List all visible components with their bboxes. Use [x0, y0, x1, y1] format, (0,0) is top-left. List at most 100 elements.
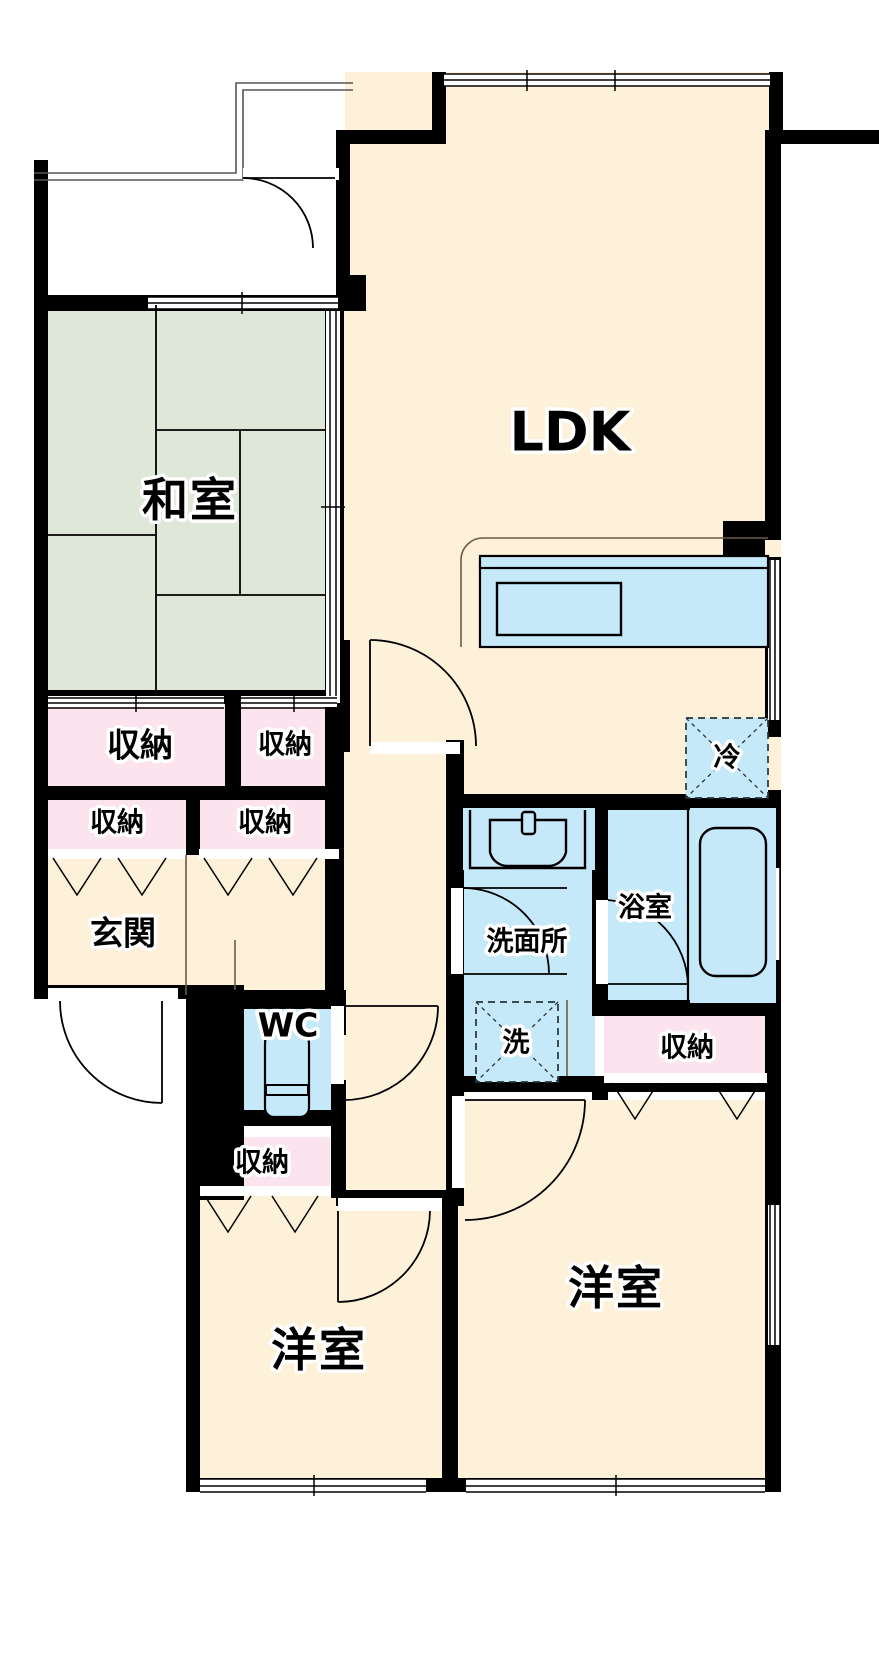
- wall-ldk-left-upper: [336, 130, 350, 295]
- genkan-door-frame: [48, 988, 178, 1001]
- room-label-washitsu: 和室: [142, 473, 238, 527]
- washer-cross: [475, 1001, 559, 1083]
- kitchen-counter-with-sink: [460, 537, 770, 649]
- closet-g2-fold-a: [203, 857, 253, 897]
- closet-wc-fold-b: [271, 1195, 319, 1234]
- wall-left-washitsu: [34, 305, 48, 705]
- toilet-bowl: [263, 1020, 311, 1119]
- door-senmenjo-swing: [462, 887, 550, 975]
- floor-hall-lower: [336, 1000, 466, 1200]
- closet-g1-door: [48, 849, 186, 859]
- door-bath-frame: [596, 900, 608, 984]
- door-hall-ldk-frame: [370, 742, 460, 754]
- vanity-counter-edge: [468, 810, 587, 870]
- door-hall-ldk-swing: [369, 639, 477, 747]
- closet-label-yoshitsu: 収納: [660, 1032, 714, 1064]
- wall-right-closet: [765, 1014, 781, 1214]
- floor-fills: [34, 72, 781, 1490]
- closet-labels: 収納 収納 収納 収納 収納 収納: [87, 722, 718, 1182]
- closet-label-genkan-2: 収納: [238, 807, 292, 839]
- genkan-entry-door[interactable]: [48, 988, 178, 1104]
- room-label-ldk: LDK: [509, 401, 632, 464]
- fill-closet-g2: [198, 797, 337, 852]
- door-senmenjo[interactable]: [451, 887, 567, 975]
- wall-closetwc-left: [186, 1126, 200, 1198]
- balcony-door-swing: [242, 177, 314, 249]
- refrigerator-cross: [685, 717, 769, 799]
- closet-yr-fold-b: [713, 1082, 761, 1121]
- wall-left-closet: [34, 690, 48, 805]
- kitchen-counter-outline: [460, 537, 768, 647]
- wall-left-bedroom: [186, 1190, 200, 1490]
- balcony-rail-outer: [34, 82, 353, 174]
- vanity-sink: [463, 808, 595, 870]
- door-bed-r-frame: [452, 1096, 465, 1188]
- door-bed-r-swing: [464, 1099, 586, 1221]
- room-label-yoshitsu-left: 洋室: [271, 1323, 367, 1377]
- closet-label-washitsu-1: 収納: [107, 726, 173, 765]
- fill-closet-w1: [47, 703, 225, 786]
- wall-bottom-post: [426, 1478, 466, 1492]
- closet-label-wc: 収納: [235, 1147, 289, 1179]
- kitchen-counter-backsplash: [478, 554, 770, 570]
- wall-ldk-top-right-stub: [769, 72, 783, 134]
- tatami-mats: [48, 305, 325, 690]
- closet-wc-folddoor: [200, 1186, 331, 1234]
- floor-washitsu: [47, 305, 337, 700]
- room-label-genkan: 玄関: [90, 914, 156, 953]
- win-right-ldk-body: [768, 560, 780, 720]
- door-yoshitsu-left[interactable]: [337, 1198, 442, 1303]
- slide-lower-body: [326, 507, 340, 703]
- closet-label-washitsu-2: 収納: [258, 729, 312, 761]
- door-yoshitsu-right[interactable]: [452, 1096, 586, 1221]
- closet-yr-fold-a: [611, 1082, 659, 1121]
- fill-closet-g1: [47, 797, 189, 852]
- closet-w2-track: [241, 693, 337, 712]
- closet-g2-folddoor: [199, 849, 339, 897]
- balcony-rail-inner: [34, 89, 353, 181]
- door-yokushitsu[interactable]: [596, 899, 689, 987]
- door-wc-frame: [331, 1006, 344, 1084]
- door-wc[interactable]: [331, 1005, 439, 1101]
- vanity-basin: [488, 818, 568, 868]
- closet-yr-folddoor: [604, 1073, 767, 1121]
- closet-w2-track-body: [241, 696, 337, 707]
- wall-bedroom-divider: [442, 1190, 458, 1490]
- door-bed-l-frame: [338, 1198, 442, 1211]
- slide-upper-body: [326, 311, 340, 507]
- closet-g1-fold-a: [52, 857, 102, 897]
- wall-closetwc-right: [331, 1126, 346, 1198]
- fill-closet-yr: [604, 1014, 774, 1076]
- closet-w1-track: [48, 693, 224, 712]
- closet-g2-door: [199, 849, 339, 859]
- wall-bath-bottom: [592, 1000, 781, 1016]
- window-right-ldk: [768, 560, 781, 720]
- window-washitsu-top: [148, 292, 338, 314]
- window-bedroom-right: [466, 1475, 765, 1496]
- window-bedroom-left: [200, 1475, 426, 1496]
- closet-g1-folddoor: [48, 849, 186, 897]
- appliance-labels: 洗 冷: [499, 739, 744, 1062]
- closet-wc-fold-a: [204, 1195, 252, 1234]
- appliance-label-washer: 洗: [503, 1028, 530, 1059]
- door-hall-ldk[interactable]: [369, 639, 477, 754]
- floor-yoshitsu-right: [456, 1100, 776, 1490]
- win-right-bed-body: [768, 1205, 780, 1345]
- closet-g2-fold-b: [268, 857, 318, 897]
- closet-label-genkan-1: 収納: [90, 807, 144, 839]
- wall-ldk-topstep-left: [336, 130, 446, 144]
- wall-ldk-top-left-stub: [432, 72, 446, 134]
- wall-closet-divider-lower: [186, 797, 200, 855]
- floor-hall-upper: [336, 740, 466, 1000]
- window-ldk-top: [444, 70, 770, 91]
- toilet-tank-lid: [265, 1084, 309, 1096]
- room-label-wc: WC: [258, 1006, 319, 1045]
- wall-ldk-topstep-right: [769, 130, 879, 144]
- bathtub: [686, 808, 776, 1003]
- sliding-door-washitsu-ldk: [321, 311, 345, 703]
- closet-g1-fold-b: [117, 857, 167, 897]
- wall-post-kitchen: [723, 521, 765, 557]
- balcony-door-frame: [243, 168, 339, 180]
